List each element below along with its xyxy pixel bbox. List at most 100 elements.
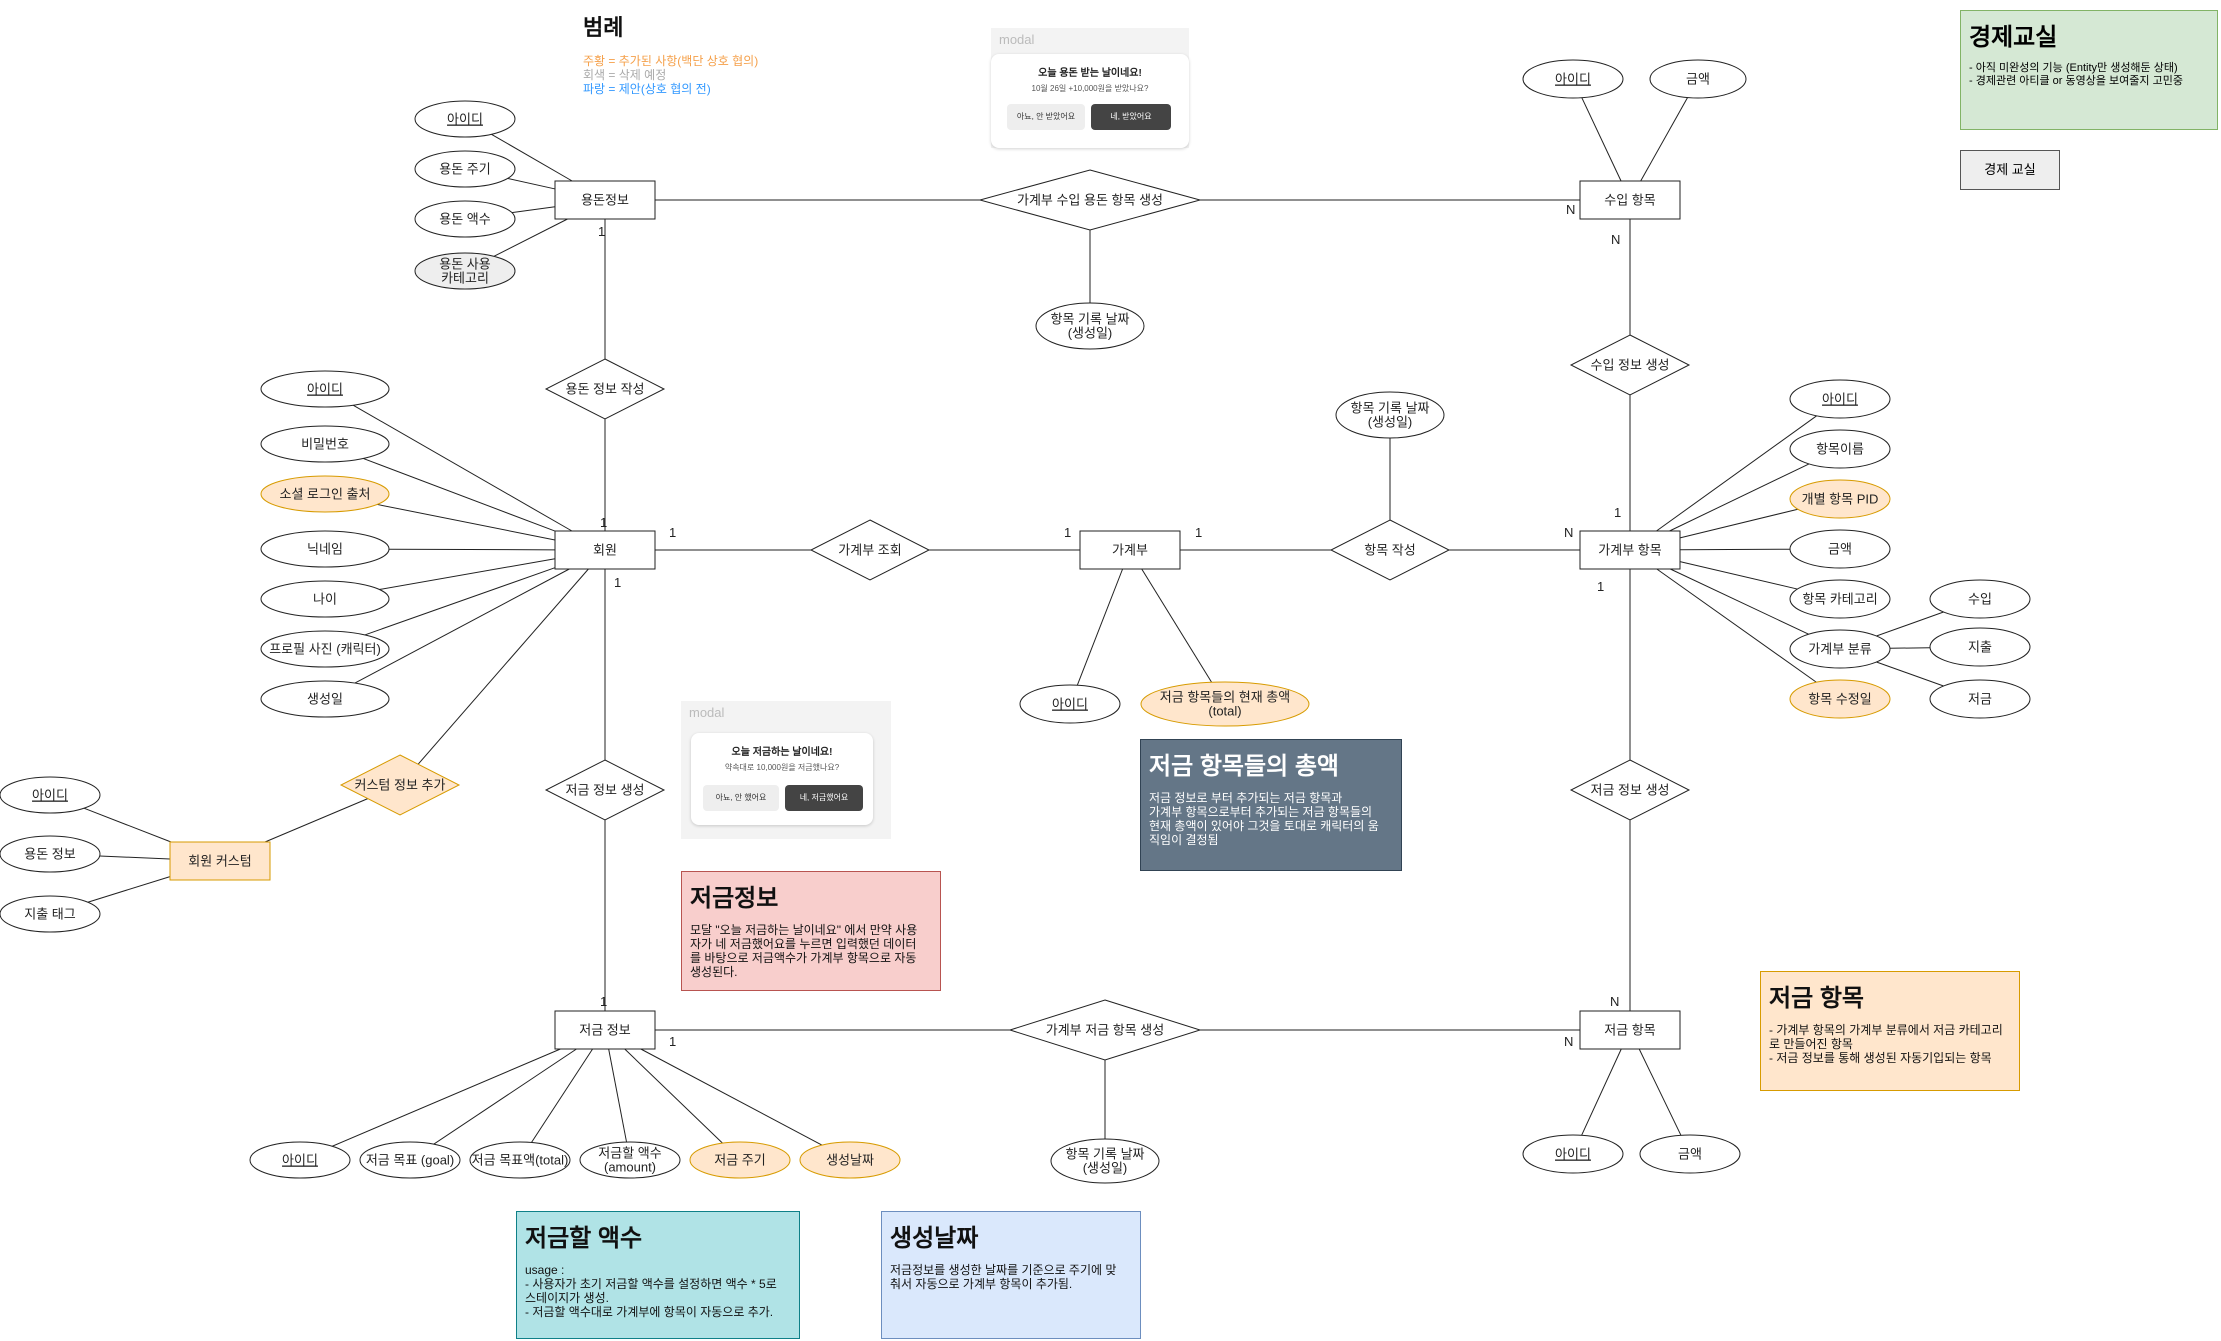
- modal-allowance-yes-button[interactable]: 네, 받았어요: [1091, 104, 1171, 130]
- attribute-li-name[interactable]: 항목이름: [1789, 429, 1891, 469]
- attribute-s-id[interactable]: 아이디: [249, 1141, 351, 1179]
- cardinality-si-top: N: [1610, 994, 1619, 1009]
- attribute-s-total[interactable]: 저금 목표액(total): [469, 1141, 571, 1179]
- modal-allowance-subtitle: 10월 26일 +10,000원을 받았나요?: [1031, 84, 1149, 93]
- attribute-li-modified[interactable]: 항목 수정일: [1789, 679, 1891, 719]
- entity-income[interactable]: 수입 항목: [1579, 180, 1681, 220]
- attribute-label: 소셜 로그인 출처: [280, 487, 371, 502]
- attribute-label: 비밀번호: [301, 437, 349, 452]
- attribute-c-id[interactable]: 아이디: [0, 776, 101, 814]
- attribute-si-amount[interactable]: 금액: [1639, 1134, 1741, 1174]
- entity-label: 저금 정보: [579, 1023, 630, 1038]
- attribute-rs-date[interactable]: 항목 기록 날짜(생성일): [1050, 1138, 1160, 1184]
- entity-label: 회원 커스텀: [188, 854, 251, 869]
- attribute-inc-id[interactable]: 아이디: [1522, 59, 1624, 99]
- attribute-cls-income[interactable]: 수입: [1929, 579, 2031, 619]
- relationship-shape: [809, 519, 931, 581]
- attribute-label: 아이디: [1555, 1147, 1591, 1162]
- entity-ledger[interactable]: 가계부: [1079, 530, 1181, 570]
- edge-allowance-al_id: [491, 133, 573, 182]
- note-saving-info-body: 모달 "오늘 저금하는 날이네요" 에서 만약 사용 자가 네 저금했어요를 누…: [690, 923, 918, 979]
- attribute-shape: [1789, 479, 1891, 519]
- attribute-label: 나이: [313, 592, 337, 607]
- edge-r_custom_add-member_custom: [264, 798, 368, 843]
- relationship-r-saving-ledger[interactable]: 가계부 저금 항목 생성: [1008, 999, 1202, 1061]
- attribute-m-pw[interactable]: 비밀번호: [260, 425, 390, 463]
- edge-member-m_created: [354, 568, 570, 684]
- attribute-si-id[interactable]: 아이디: [1522, 1134, 1624, 1174]
- relationship-r-item-write[interactable]: 항목 작성: [1329, 519, 1451, 581]
- relationship-shape: [1569, 759, 1691, 821]
- edge-member_custom-c_id: [83, 807, 172, 843]
- attribute-al-id[interactable]: 아이디: [414, 100, 516, 138]
- attribute-s-goal[interactable]: 저금 목표 (goal): [359, 1141, 461, 1179]
- attribute-label: 아이디: [32, 788, 68, 803]
- relationship-label: 수입 정보 생성: [1591, 358, 1670, 373]
- entity-shape: [1079, 530, 1181, 570]
- entity-member[interactable]: 회원: [554, 530, 656, 570]
- economy-note-title: 경제교실: [1969, 24, 2058, 51]
- relationship-r-custom-add[interactable]: 커스텀 정보 추가: [339, 754, 461, 816]
- attribute-label: 금액: [1678, 1147, 1702, 1162]
- relationship-r-saving-create-right[interactable]: 저금 정보 생성: [1569, 759, 1691, 821]
- modal-saving-no-button[interactable]: 아뇨, 안 했어요: [703, 785, 779, 811]
- attribute-shape: [579, 1141, 681, 1179]
- attribute-inc-amount[interactable]: 금액: [1649, 59, 1747, 99]
- economy-entity[interactable]: 경제 교실: [1960, 150, 2060, 190]
- attribute-shape: [0, 895, 101, 933]
- cardinality-sav-right: 1: [669, 1034, 676, 1049]
- entity-ledger-item[interactable]: 가계부 항목: [1579, 530, 1681, 570]
- relationship-r-ledger-view[interactable]: 가계부 조회: [809, 519, 931, 581]
- attribute-cls-saving[interactable]: 저금: [1929, 679, 2031, 719]
- note-amount-body: usage : - 사용자가 초기 저금할 액수를 설정하면 액수 * 5로 스…: [525, 1263, 777, 1319]
- attribute-label: 지출: [1968, 640, 1992, 655]
- relationship-label: 저금 정보 생성: [1591, 783, 1670, 798]
- attribute-rw-date[interactable]: 항목 기록 날짜(생성일): [1335, 391, 1445, 439]
- attribute-r1-date[interactable]: 항목 기록 날짜(생성일): [1035, 302, 1145, 350]
- attribute-m-created[interactable]: 생성일: [260, 680, 390, 718]
- attribute-l-total[interactable]: 저금 항목들의 현재 총액(total): [1140, 681, 1310, 727]
- attribute-s-period[interactable]: 저금 주기: [689, 1141, 791, 1179]
- attribute-cls-expense[interactable]: 지출: [1929, 627, 2031, 667]
- relationship-r-saving-create-left[interactable]: 저금 정보 생성: [544, 759, 666, 821]
- attribute-li-id[interactable]: 아이디: [1789, 379, 1891, 419]
- attribute-m-age[interactable]: 나이: [260, 580, 390, 618]
- attribute-c-allowance[interactable]: 용돈 정보: [0, 835, 101, 873]
- attribute-shape: [1639, 1134, 1741, 1174]
- attribute-li-amount[interactable]: 금액: [1789, 529, 1891, 569]
- attribute-shape: [469, 1141, 571, 1179]
- attribute-m-id[interactable]: 아이디: [260, 370, 390, 408]
- attribute-al-amount[interactable]: 용돈 액수: [414, 200, 516, 238]
- entity-member-custom[interactable]: 회원 커스텀: [169, 841, 271, 881]
- note-saving-item-title: 저금 항목: [1769, 985, 1864, 1012]
- modal-saving-subtitle: 약속대로 10,000원을 저금했나요?: [724, 763, 840, 772]
- entity-saving[interactable]: 저금 정보: [554, 1010, 656, 1050]
- modal-saving-yes-button[interactable]: 네, 저금했어요: [785, 785, 863, 811]
- attribute-al-period[interactable]: 용돈 주기: [414, 150, 516, 188]
- edge-ledger_item-li_pid: [1679, 508, 1798, 539]
- attribute-s-amount[interactable]: 저금할 액수(amount): [579, 1141, 681, 1179]
- attribute-li-category[interactable]: 항목 카테고리: [1789, 579, 1891, 619]
- relationship-r-allowance-income[interactable]: 가계부 수입 용돈 항목 생성: [978, 169, 1202, 231]
- relationship-r-allowance-write[interactable]: 용돈 정보 작성: [544, 358, 666, 420]
- attribute-shape: [1929, 579, 2031, 619]
- relationship-shape: [1569, 334, 1691, 396]
- attribute-li-pid[interactable]: 개별 항목 PID: [1789, 479, 1891, 519]
- attribute-l-id[interactable]: 아이디: [1019, 684, 1121, 724]
- attribute-s-created[interactable]: 생성날짜: [799, 1141, 901, 1179]
- entity-shape: [554, 530, 656, 570]
- attribute-c-tag[interactable]: 지출 태그: [0, 895, 101, 933]
- attribute-m-social[interactable]: 소셜 로그인 출처: [260, 475, 390, 513]
- modal-allowance-no-button[interactable]: 아뇨, 안 받았어요: [1007, 104, 1085, 130]
- entity-allowance[interactable]: 용돈정보: [554, 180, 656, 220]
- attribute-li-class[interactable]: 가계부 분류: [1789, 629, 1891, 669]
- relationship-r-income-create[interactable]: 수입 정보 생성: [1569, 334, 1691, 396]
- economy-note-body: - 아직 미완성의 기능 (Entity만 생성해둔 상태) - 경제관련 아티…: [1969, 62, 2183, 87]
- relationship-shape: [1008, 999, 1202, 1061]
- attribute-m-photo[interactable]: 프로필 사진 (캐릭터): [260, 630, 390, 668]
- entity-saving-item[interactable]: 저금 항목: [1579, 1010, 1681, 1050]
- attribute-m-nick[interactable]: 닉네임: [260, 530, 390, 568]
- note-saving-item-body: - 가계부 항목의 가계부 분류에서 저금 카테고리 로 만들어진 항목 - 저…: [1769, 1023, 2003, 1065]
- attribute-label: 용돈 정보: [24, 847, 75, 862]
